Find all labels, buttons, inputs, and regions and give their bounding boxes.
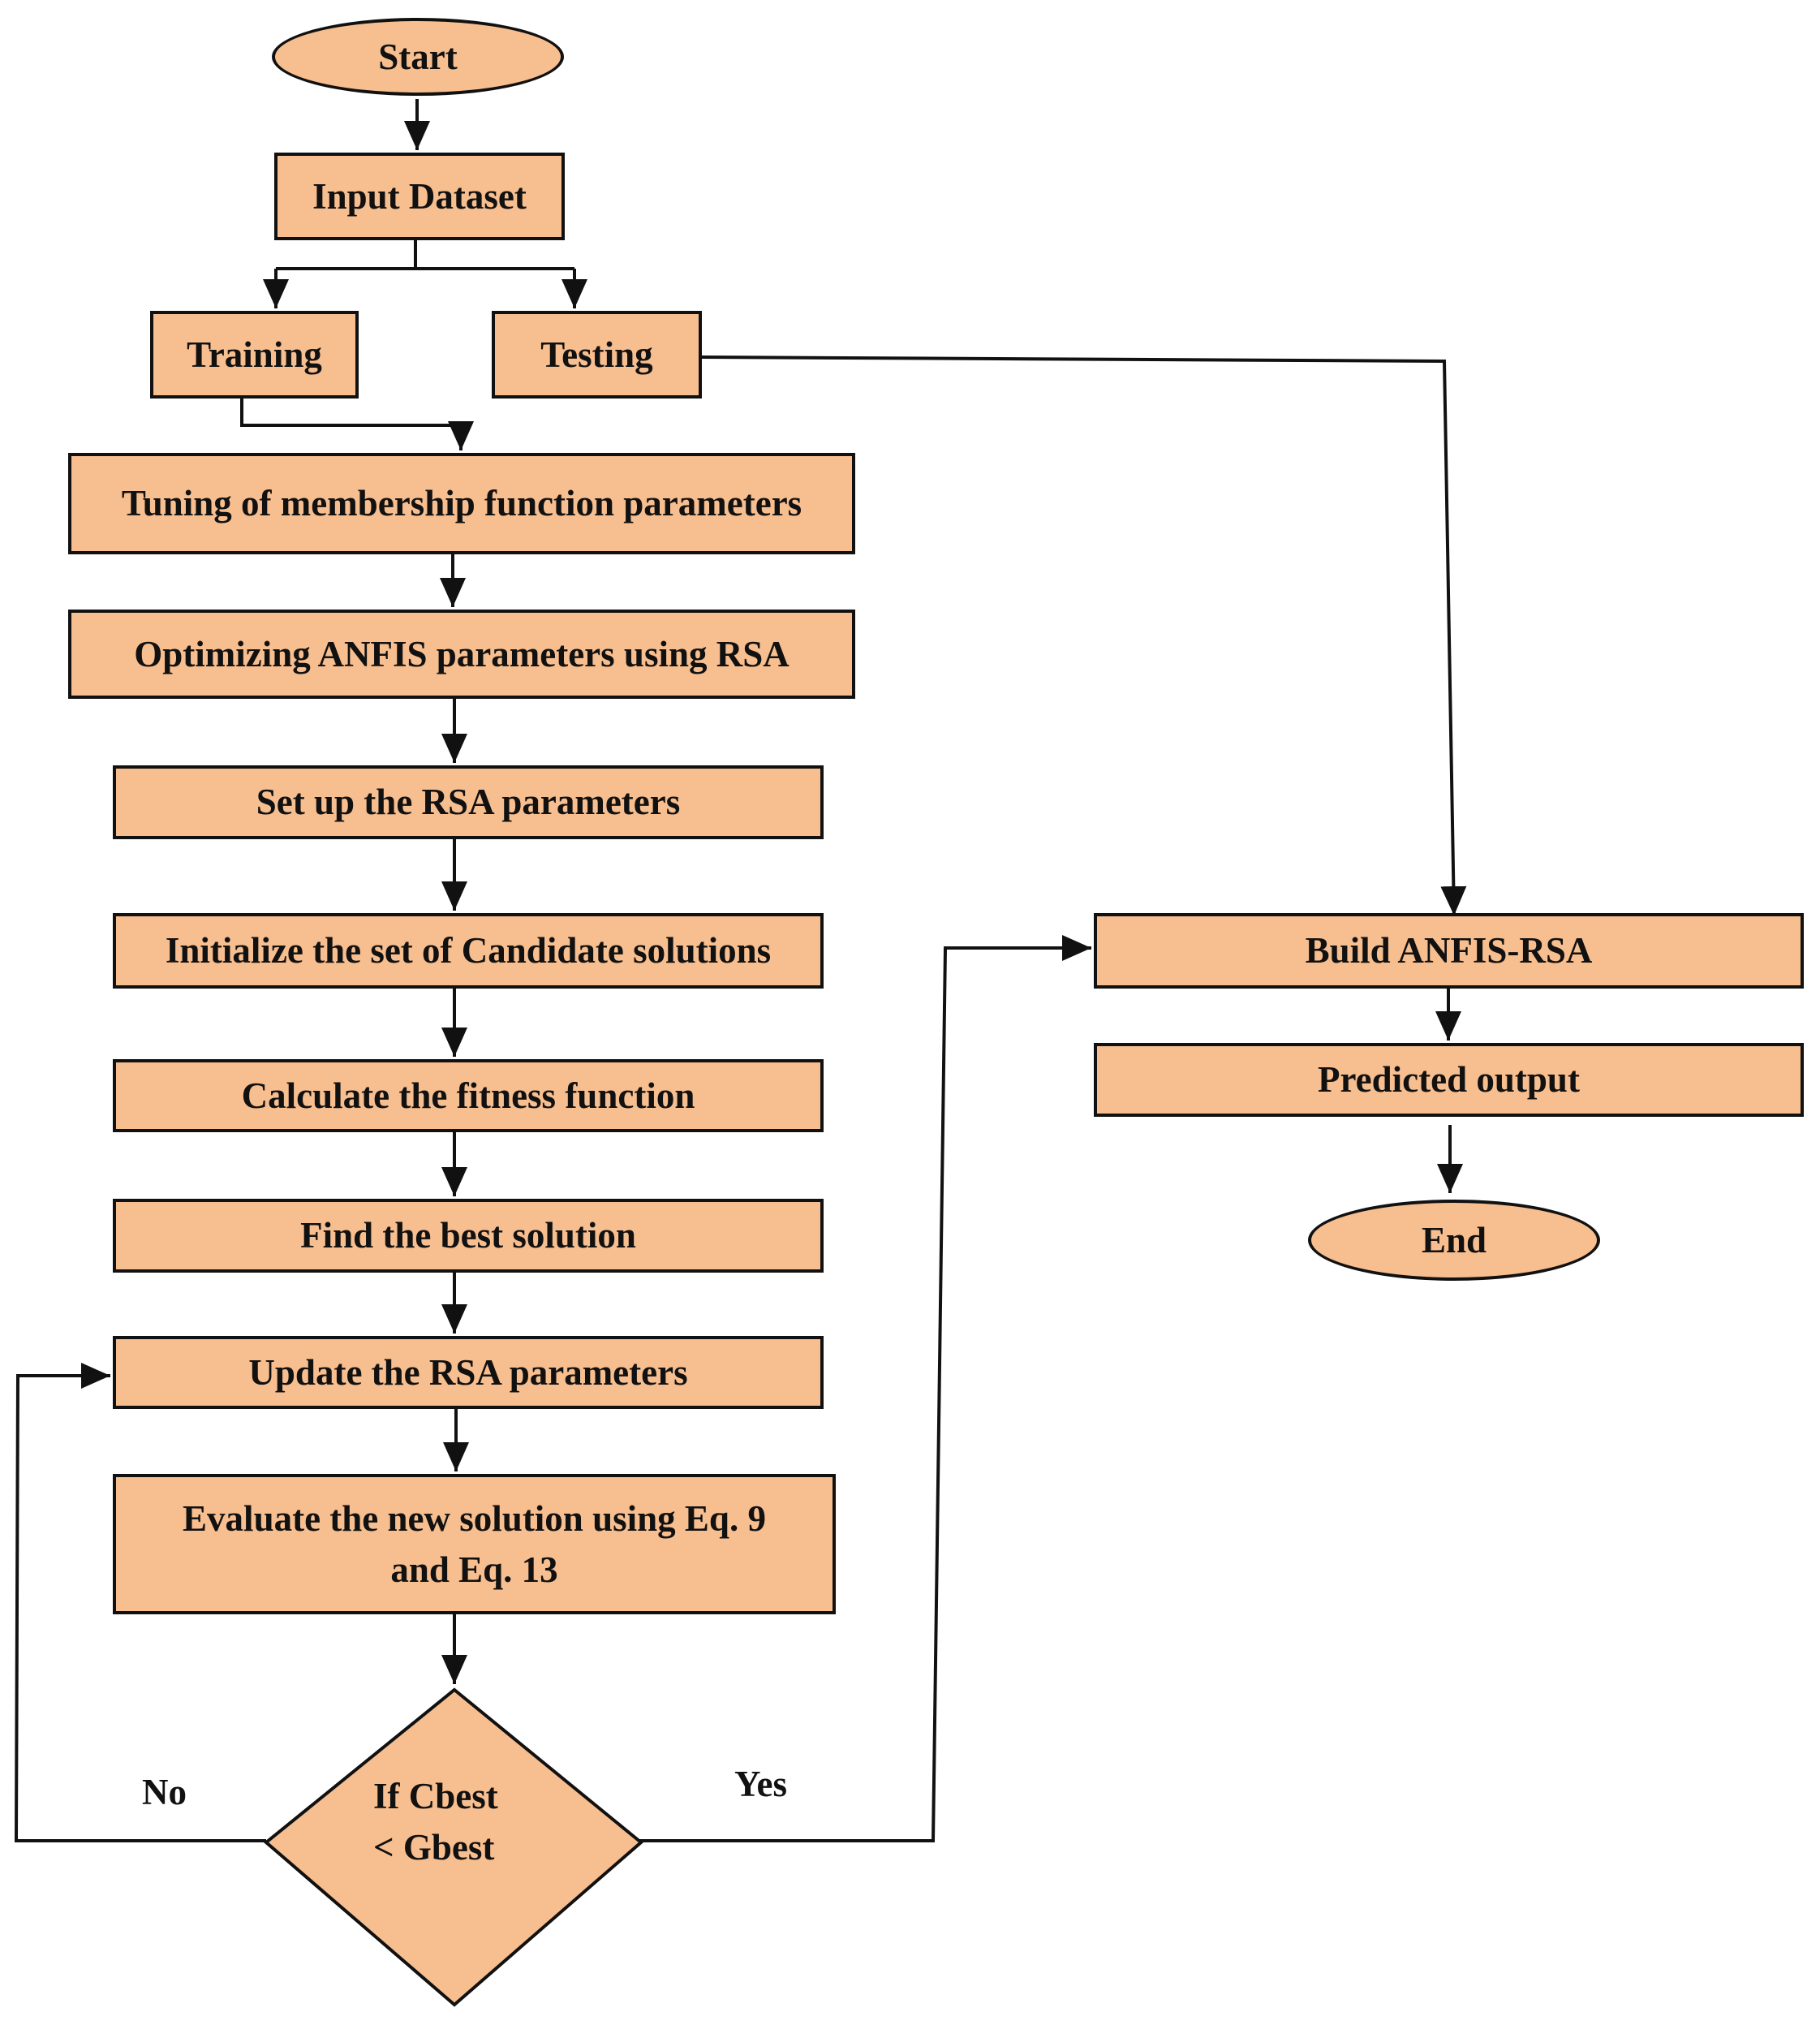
start-label: Start [378, 36, 458, 77]
setup-node: Set up the RSA parameters [113, 765, 824, 839]
predicted-node: Predicted output [1094, 1043, 1804, 1117]
no-label: No [142, 1772, 187, 1812]
end-label: End [1421, 1219, 1487, 1260]
optimizing-node: Optimizing ANFIS parameters using RSA [68, 610, 855, 699]
arrow-yes-path [639, 935, 1091, 1842]
decision-label-line2: < Gbest [373, 1827, 495, 1868]
predicted-label: Predicted output [1318, 1059, 1580, 1100]
best-solution-node: Find the best solution [113, 1199, 824, 1273]
best-solution-label: Find the best solution [300, 1215, 636, 1256]
fitness-label: Calculate the fitness function [241, 1075, 695, 1116]
update-label: Update the RSA parameters [248, 1351, 688, 1393]
decision-label: If Cbest < Gbest [373, 1771, 498, 1873]
decision-diamond [263, 1687, 644, 2007]
tuning-node: Tuning of membership function parameters [68, 453, 855, 554]
arrow-training-tuning [240, 398, 474, 450]
initialize-label: Initialize the set of Candidate solution… [165, 930, 772, 971]
build-node: Build ANFIS-RSA [1094, 913, 1804, 989]
end-node: End [1308, 1200, 1600, 1281]
testing-node: Testing [492, 311, 702, 399]
arrow-testing-build [699, 355, 1467, 916]
initialize-node: Initialize the set of Candidate solution… [113, 913, 824, 989]
fitness-node: Calculate the fitness function [113, 1059, 824, 1132]
testing-label: Testing [540, 334, 653, 375]
setup-label: Set up the RSA parameters [256, 782, 681, 822]
tuning-label: Tuning of membership function parameters [121, 483, 802, 523]
input-dataset-label: Input Dataset [312, 175, 527, 217]
input-dataset-node: Input Dataset [274, 153, 565, 240]
decision-label-line1: If Cbest [373, 1776, 498, 1816]
training-node: Training [150, 311, 359, 399]
arrow-no-loop [14, 1363, 266, 1842]
evaluate-label-line2: and Eq. 13 [390, 1549, 558, 1590]
update-node: Update the RSA parameters [113, 1336, 824, 1409]
training-label: Training [187, 334, 322, 375]
start-node: Start [272, 18, 564, 96]
evaluate-node: Evaluate the new solution using Eq. 9 an… [113, 1474, 836, 1614]
yes-label: Yes [734, 1764, 787, 1804]
evaluate-label-line1: Evaluate the new solution using Eq. 9 [183, 1497, 766, 1539]
optimizing-label: Optimizing ANFIS parameters using RSA [134, 633, 790, 674]
build-label: Build ANFIS-RSA [1305, 930, 1593, 971]
